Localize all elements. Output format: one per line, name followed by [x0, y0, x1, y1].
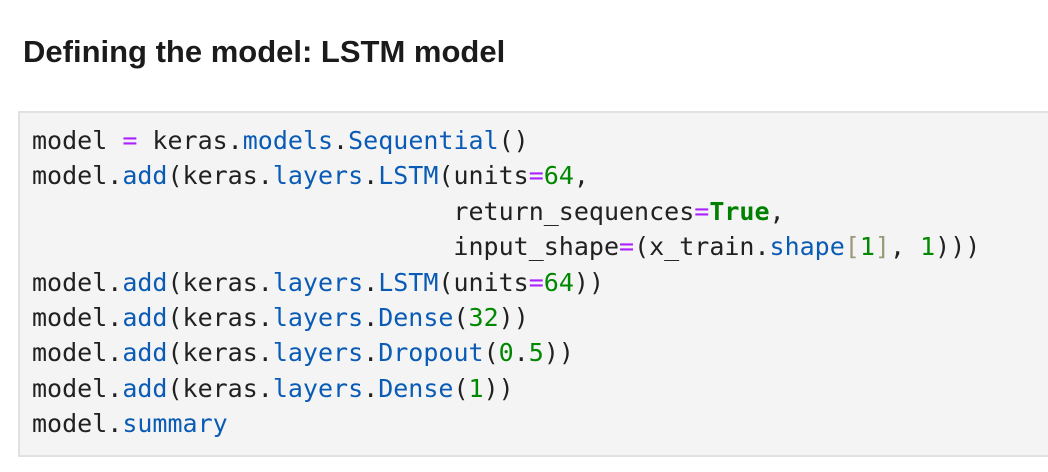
code-token: (): [498, 126, 529, 155]
code-token: (: [483, 338, 499, 368]
code-token: .: [333, 126, 349, 155]
code-token: =: [528, 161, 544, 191]
code-token: )): [543, 338, 574, 368]
code-token: model.: [32, 267, 123, 297]
code-token: (keras.: [167, 373, 273, 403]
code-token: .: [363, 161, 379, 191]
code-line: model.add(keras.layers.Dense(32)): [32, 300, 1048, 335]
code-token: input_shape: [32, 232, 619, 262]
code-line: input_shape=(x_train.shape[1], 1))): [32, 229, 1048, 264]
code-token: .: [363, 267, 379, 297]
code-token: 32: [468, 303, 499, 333]
code-token: model.: [32, 373, 123, 403]
code-token: [: [844, 232, 860, 262]
code-token: =: [528, 267, 544, 297]
code-line: model.add(keras.layers.Dropout(0.5)): [32, 335, 1048, 370]
code-token: Dense: [378, 373, 454, 403]
code-token: ))): [935, 232, 981, 262]
code-token: layers: [272, 338, 364, 368]
code-token: )): [573, 267, 605, 297]
code-token: ,: [573, 161, 589, 191]
code-token: Dropout: [378, 338, 484, 368]
code-token: 64: [543, 161, 574, 191]
code-token: .: [363, 373, 379, 403]
code-token: =: [619, 232, 635, 262]
code-token: Dense: [378, 303, 454, 333]
code-token: add: [122, 161, 168, 191]
code-token: (: [453, 303, 469, 333]
code-token: =: [694, 196, 710, 226]
code-token: ,: [889, 232, 921, 262]
code-token: 1: [468, 373, 484, 403]
code-token: =: [122, 126, 138, 155]
code-line: model.add(keras.layers.LSTM(units=64)): [32, 265, 1048, 300]
code-token: layers: [272, 267, 364, 297]
code-line: return_sequences=True,: [32, 194, 1048, 229]
code-token: layers: [272, 373, 364, 403]
code-token: (keras.: [167, 338, 273, 368]
code-token: .: [513, 338, 529, 368]
code-token: return_sequences: [32, 196, 695, 226]
code-token: add: [122, 373, 168, 403]
code-token: (: [453, 373, 469, 403]
code-token: add: [122, 267, 168, 297]
code-token: (units: [438, 267, 529, 297]
code-token: (keras.: [167, 303, 273, 333]
code-token: .: [363, 338, 379, 368]
code-token: 64: [543, 267, 574, 297]
code-token: model.: [32, 338, 123, 368]
code-token: True: [709, 196, 770, 226]
code-line: model.add(keras.layers.Dense(1)): [32, 371, 1048, 406]
code-token: )): [483, 373, 514, 403]
code-token: models: [242, 126, 334, 155]
code-token: layers: [272, 303, 364, 333]
code-token: add: [122, 338, 168, 368]
code-block: model = keras.models.Sequential()model.a…: [18, 111, 1048, 457]
code-token: summary: [122, 409, 228, 439]
code-token: .: [363, 303, 379, 333]
code-token: )): [498, 303, 529, 333]
code-token: Sequential: [348, 126, 499, 155]
code-token: keras.: [137, 126, 243, 155]
section-heading: Defining the model: LSTM model: [23, 34, 506, 69]
code-token: ]: [874, 232, 890, 262]
code-token: 1: [920, 232, 936, 262]
code-token: LSTM: [378, 267, 439, 297]
code-token: LSTM: [378, 161, 439, 191]
code-token: model.: [32, 161, 123, 191]
code-line: model.add(keras.layers.LSTM(units=64,: [32, 158, 1048, 193]
code-line: model.summary: [32, 406, 1048, 441]
code-token: model.: [32, 409, 123, 439]
code-token: model.: [32, 303, 123, 333]
code-token: 1: [859, 232, 875, 262]
code-token: (units: [438, 161, 529, 191]
code-line: model = keras.models.Sequential(): [32, 123, 1048, 158]
code-token: (x_train.: [634, 232, 770, 262]
code-token: 5: [528, 338, 544, 368]
code-token: layers: [272, 161, 364, 191]
code-token: add: [122, 303, 168, 333]
code-token: shape: [769, 232, 845, 262]
code-token: model: [32, 126, 123, 155]
code-token: (keras.: [167, 161, 273, 191]
code-token: ,: [769, 196, 785, 226]
code-token: 0: [498, 338, 514, 368]
code-token: (keras.: [167, 267, 273, 297]
